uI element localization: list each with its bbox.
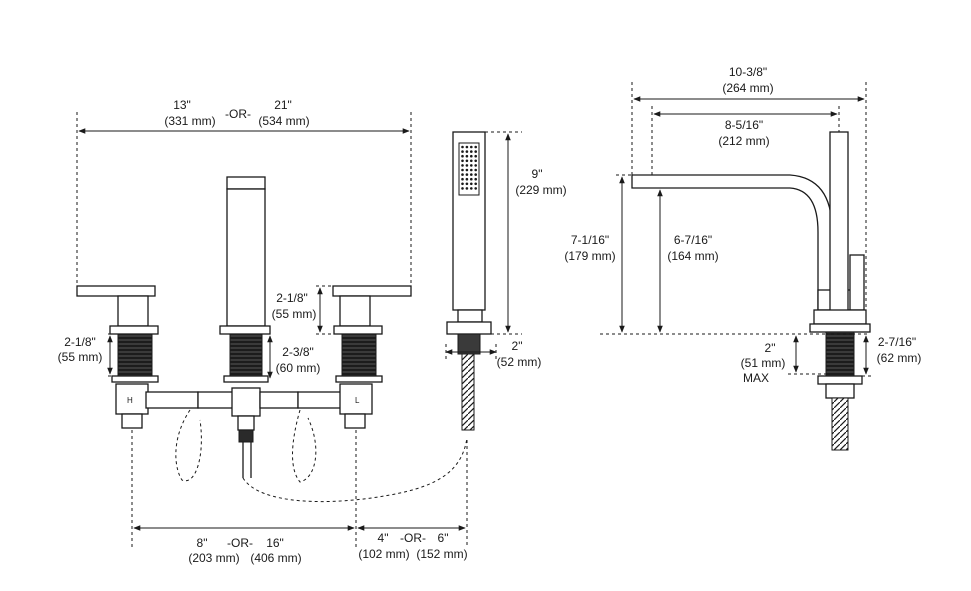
spray-nozzle — [465, 150, 469, 153]
spray-nozzle — [461, 150, 464, 153]
overall-width-label: 13" — [173, 98, 191, 112]
spout-shank-label: 2-3/8" — [282, 345, 314, 359]
spray-nozzle — [474, 173, 478, 176]
spout-shank-mm: (60 mm) — [276, 361, 321, 375]
hs-spread-mm-1: (102 mm) — [358, 547, 409, 561]
right-handle — [332, 285, 412, 383]
handle-height-label: 2-1/8" — [276, 291, 308, 305]
deck-max-suffix: MAX — [743, 371, 769, 385]
front-view: 13" -OR- 21" (331 mm) (534 mm) — [58, 98, 567, 565]
handshower-height-mm: (229 mm) — [515, 183, 566, 197]
spray-nozzle — [465, 187, 469, 190]
spray-nozzle — [474, 168, 478, 172]
shank-length-mm: (62 mm) — [877, 351, 922, 365]
spray-nozzle — [465, 159, 469, 163]
spray-nozzle — [461, 159, 464, 163]
left-handle — [76, 285, 159, 383]
spray-nozzle — [474, 145, 478, 149]
overall-width-alt-mm: (534 mm) — [258, 114, 309, 128]
spray-nozzle — [461, 177, 464, 181]
hs-spread-mm-2: (152 mm) — [416, 547, 467, 561]
spray-nozzle — [465, 168, 469, 172]
hs-spread-or: -OR- — [400, 531, 426, 545]
spray-nozzle — [461, 173, 464, 176]
total-height-mm: (179 mm) — [564, 249, 615, 263]
overall-reach-label: 10-3/8" — [729, 65, 767, 79]
left-shank-label: 2-1/8" — [64, 335, 96, 349]
spray-nozzle — [470, 173, 473, 176]
spout — [219, 176, 271, 383]
spray-nozzle — [470, 168, 473, 172]
handshower-height-label: 9" — [532, 167, 543, 181]
spread-or: -OR- — [227, 536, 253, 550]
handshower-shank-label: 2" — [512, 339, 523, 353]
shank-length-label: 2-7/16" — [878, 335, 916, 349]
spray-nozzle — [474, 159, 478, 163]
handle-height-mm: (55 mm) — [272, 307, 317, 321]
spray-nozzle — [461, 154, 464, 158]
spray-nozzle — [474, 177, 478, 181]
spray-nozzle — [465, 154, 469, 158]
handshower-shank-mm: (52 mm) — [497, 355, 542, 369]
spray-nozzle — [465, 177, 469, 181]
spray-nozzle — [465, 145, 469, 149]
valve-label-right: L — [355, 396, 360, 405]
spread-label-2: 16" — [266, 536, 284, 550]
spray-nozzle — [470, 145, 473, 149]
hand-shower — [446, 131, 492, 431]
spray-nozzle — [470, 159, 473, 163]
spread-label-1: 8" — [197, 536, 208, 550]
spout-height-mm: (164 mm) — [667, 249, 718, 263]
spray-nozzle — [470, 182, 473, 186]
overall-width-alt-label: 21" — [274, 98, 292, 112]
spray-nozzle — [470, 154, 473, 158]
spray-nozzle — [474, 182, 478, 186]
spray-nozzle — [461, 168, 464, 172]
spray-nozzle — [461, 182, 464, 186]
valve-label-left: H — [127, 396, 133, 405]
spray-nozzle — [461, 187, 464, 190]
side-spout — [631, 131, 871, 451]
spray-nozzle — [470, 187, 473, 190]
spray-nozzle — [474, 154, 478, 158]
spread-mm-1: (203 mm) — [188, 551, 239, 565]
spray-nozzle — [465, 164, 469, 167]
valve-assembly: H L — [115, 383, 468, 503]
deck-max-label: 2" — [765, 341, 776, 355]
hs-spread-label-2: 6" — [438, 531, 449, 545]
deck-max-mm: (51 mm) — [741, 356, 786, 370]
spray-nozzle — [461, 145, 464, 149]
spray-nozzle — [474, 164, 478, 167]
spray-nozzle — [470, 150, 473, 153]
spray-nozzle — [474, 187, 478, 190]
spray-nozzle — [465, 173, 469, 176]
spray-nozzle — [461, 164, 464, 167]
left-shank-mm: (55 mm) — [58, 350, 103, 364]
spray-nozzle — [470, 177, 473, 181]
spread-mm-2: (406 mm) — [250, 551, 301, 565]
spout-height-label: 6-7/16" — [674, 233, 712, 247]
overall-width-mm: (331 mm) — [164, 114, 215, 128]
spout-reach-mm: (212 mm) — [718, 134, 769, 148]
spray-nozzle — [465, 182, 469, 186]
side-view: 10-3/8" (264 mm) 8-5/16" (212 mm) 7-1/16… — [564, 65, 922, 451]
spout-reach-label: 8-5/16" — [725, 118, 763, 132]
hs-spread-label-1: 4" — [378, 531, 389, 545]
spray-nozzle — [474, 150, 478, 153]
total-height-label: 7-1/16" — [571, 233, 609, 247]
spray-nozzle — [470, 164, 473, 167]
overall-width-or: -OR- — [225, 107, 251, 121]
overall-reach-mm: (264 mm) — [722, 81, 773, 95]
